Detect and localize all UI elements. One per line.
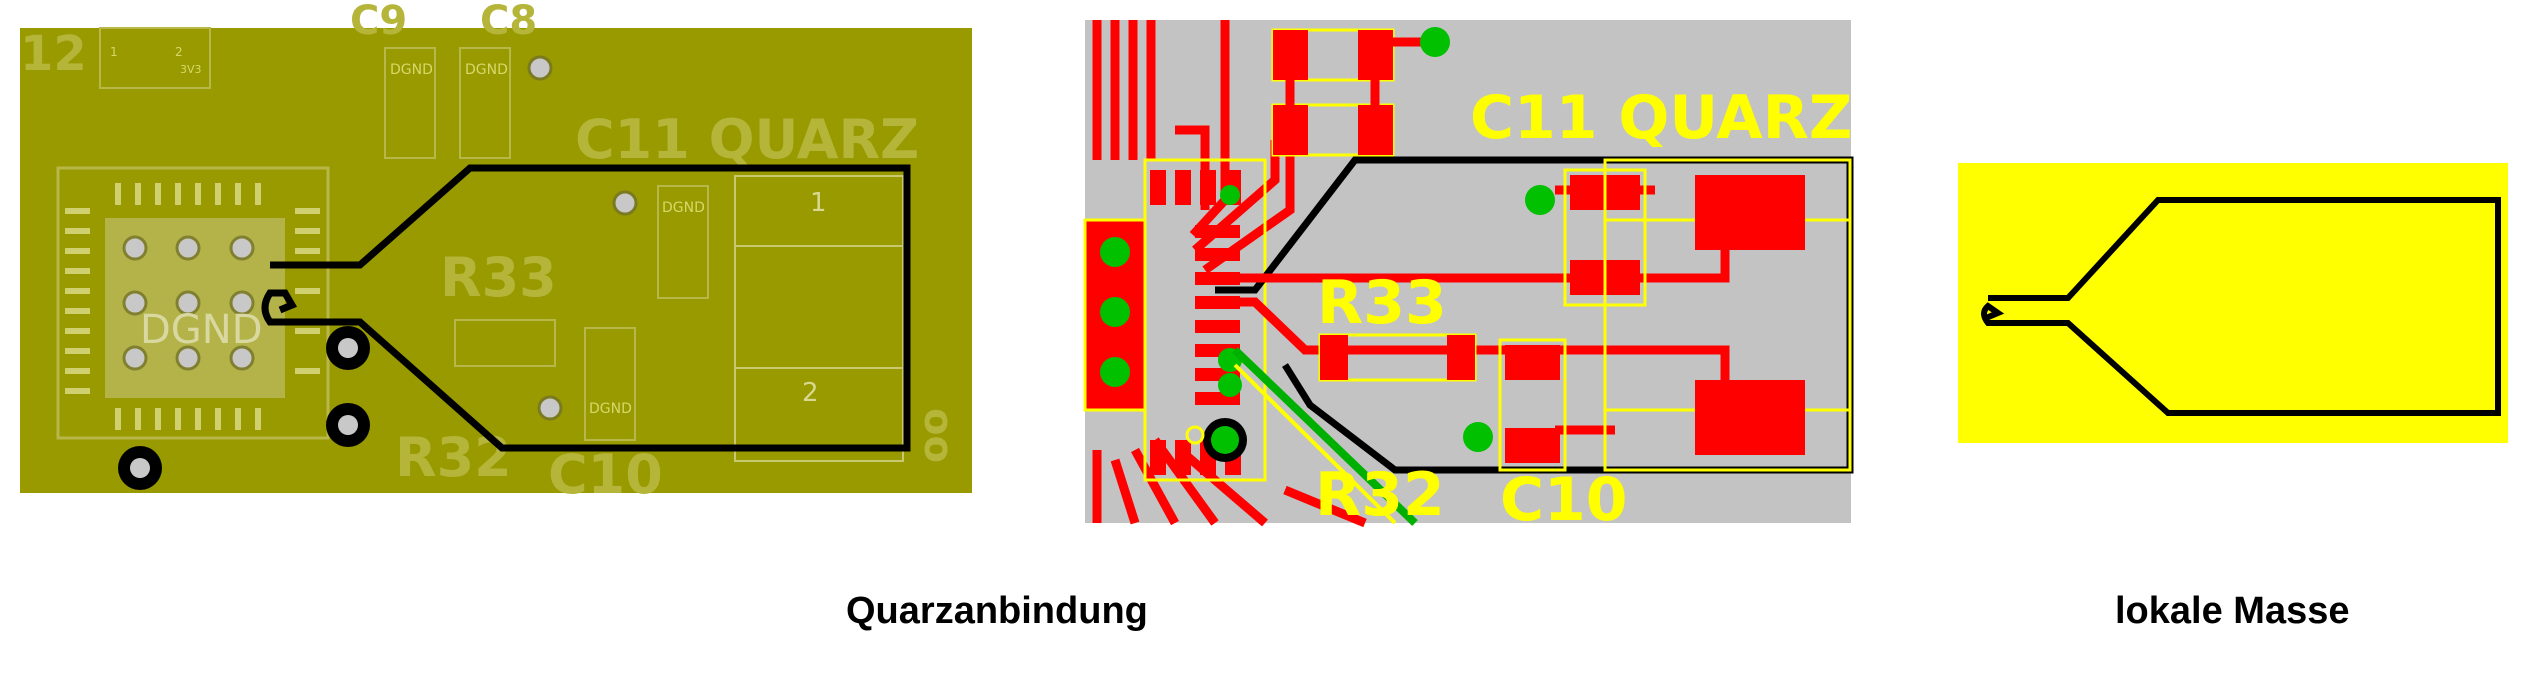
label-3v3: 3V3 — [180, 63, 202, 76]
label-c11-quarz: C11 QUARZ — [575, 108, 919, 171]
label-r33-b: R33 — [1317, 268, 1447, 338]
label-pin1: 1 — [110, 45, 118, 59]
label-dgnd-c9: DGND — [390, 62, 433, 78]
label-dgnd-c10: DGND — [589, 401, 632, 417]
label-c10-b: C10 — [1500, 465, 1628, 535]
label-dgnd-c8: DGND — [465, 62, 508, 78]
pcb-ground-plane-drawing: 12 1 2 3V3 C9 C8 DGND DGND C11 QUARZ DGN… — [20, 0, 961, 506]
pcb-view-ground-plane: 12 1 2 3V3 C9 C8 DGND DGND C11 QUARZ DGN… — [20, 0, 972, 506]
ground-island-outline-a — [261, 164, 911, 452]
label-12: 12 — [20, 26, 87, 82]
label-dgnd-c11: DGND — [662, 200, 705, 216]
pcb-view-copper: C11 QUARZ R33 R32 C10 — [1083, 20, 1854, 535]
caption-lokale-masse: lokale Masse — [2115, 590, 2350, 632]
label-c8: C8 — [480, 0, 537, 44]
label-r32: R32 — [395, 426, 512, 489]
label-quarz-pin1: 1 — [810, 188, 827, 218]
label-r32-b: R32 — [1315, 460, 1445, 530]
label-c9: C9 — [350, 0, 407, 44]
label-r33: R33 — [440, 246, 557, 309]
label-c11-quarz-b: C11 QUARZ — [1470, 83, 1852, 153]
label-dgnd-ic: DGND — [140, 307, 263, 353]
local-ground-drawing — [1981, 197, 2501, 416]
pcb-copper-drawing: C11 QUARZ R33 R32 C10 — [1083, 20, 1854, 535]
local-ground-shape — [1958, 163, 2508, 443]
label-pin2: 2 — [175, 45, 183, 59]
label-c10: C10 — [548, 443, 663, 506]
caption-quarzanbindung: Quarzanbindung — [846, 590, 1148, 632]
label-oo: oo — [915, 408, 961, 463]
label-quarz-pin2: 2 — [802, 378, 819, 408]
ground-island-outline-c — [1981, 197, 2501, 416]
